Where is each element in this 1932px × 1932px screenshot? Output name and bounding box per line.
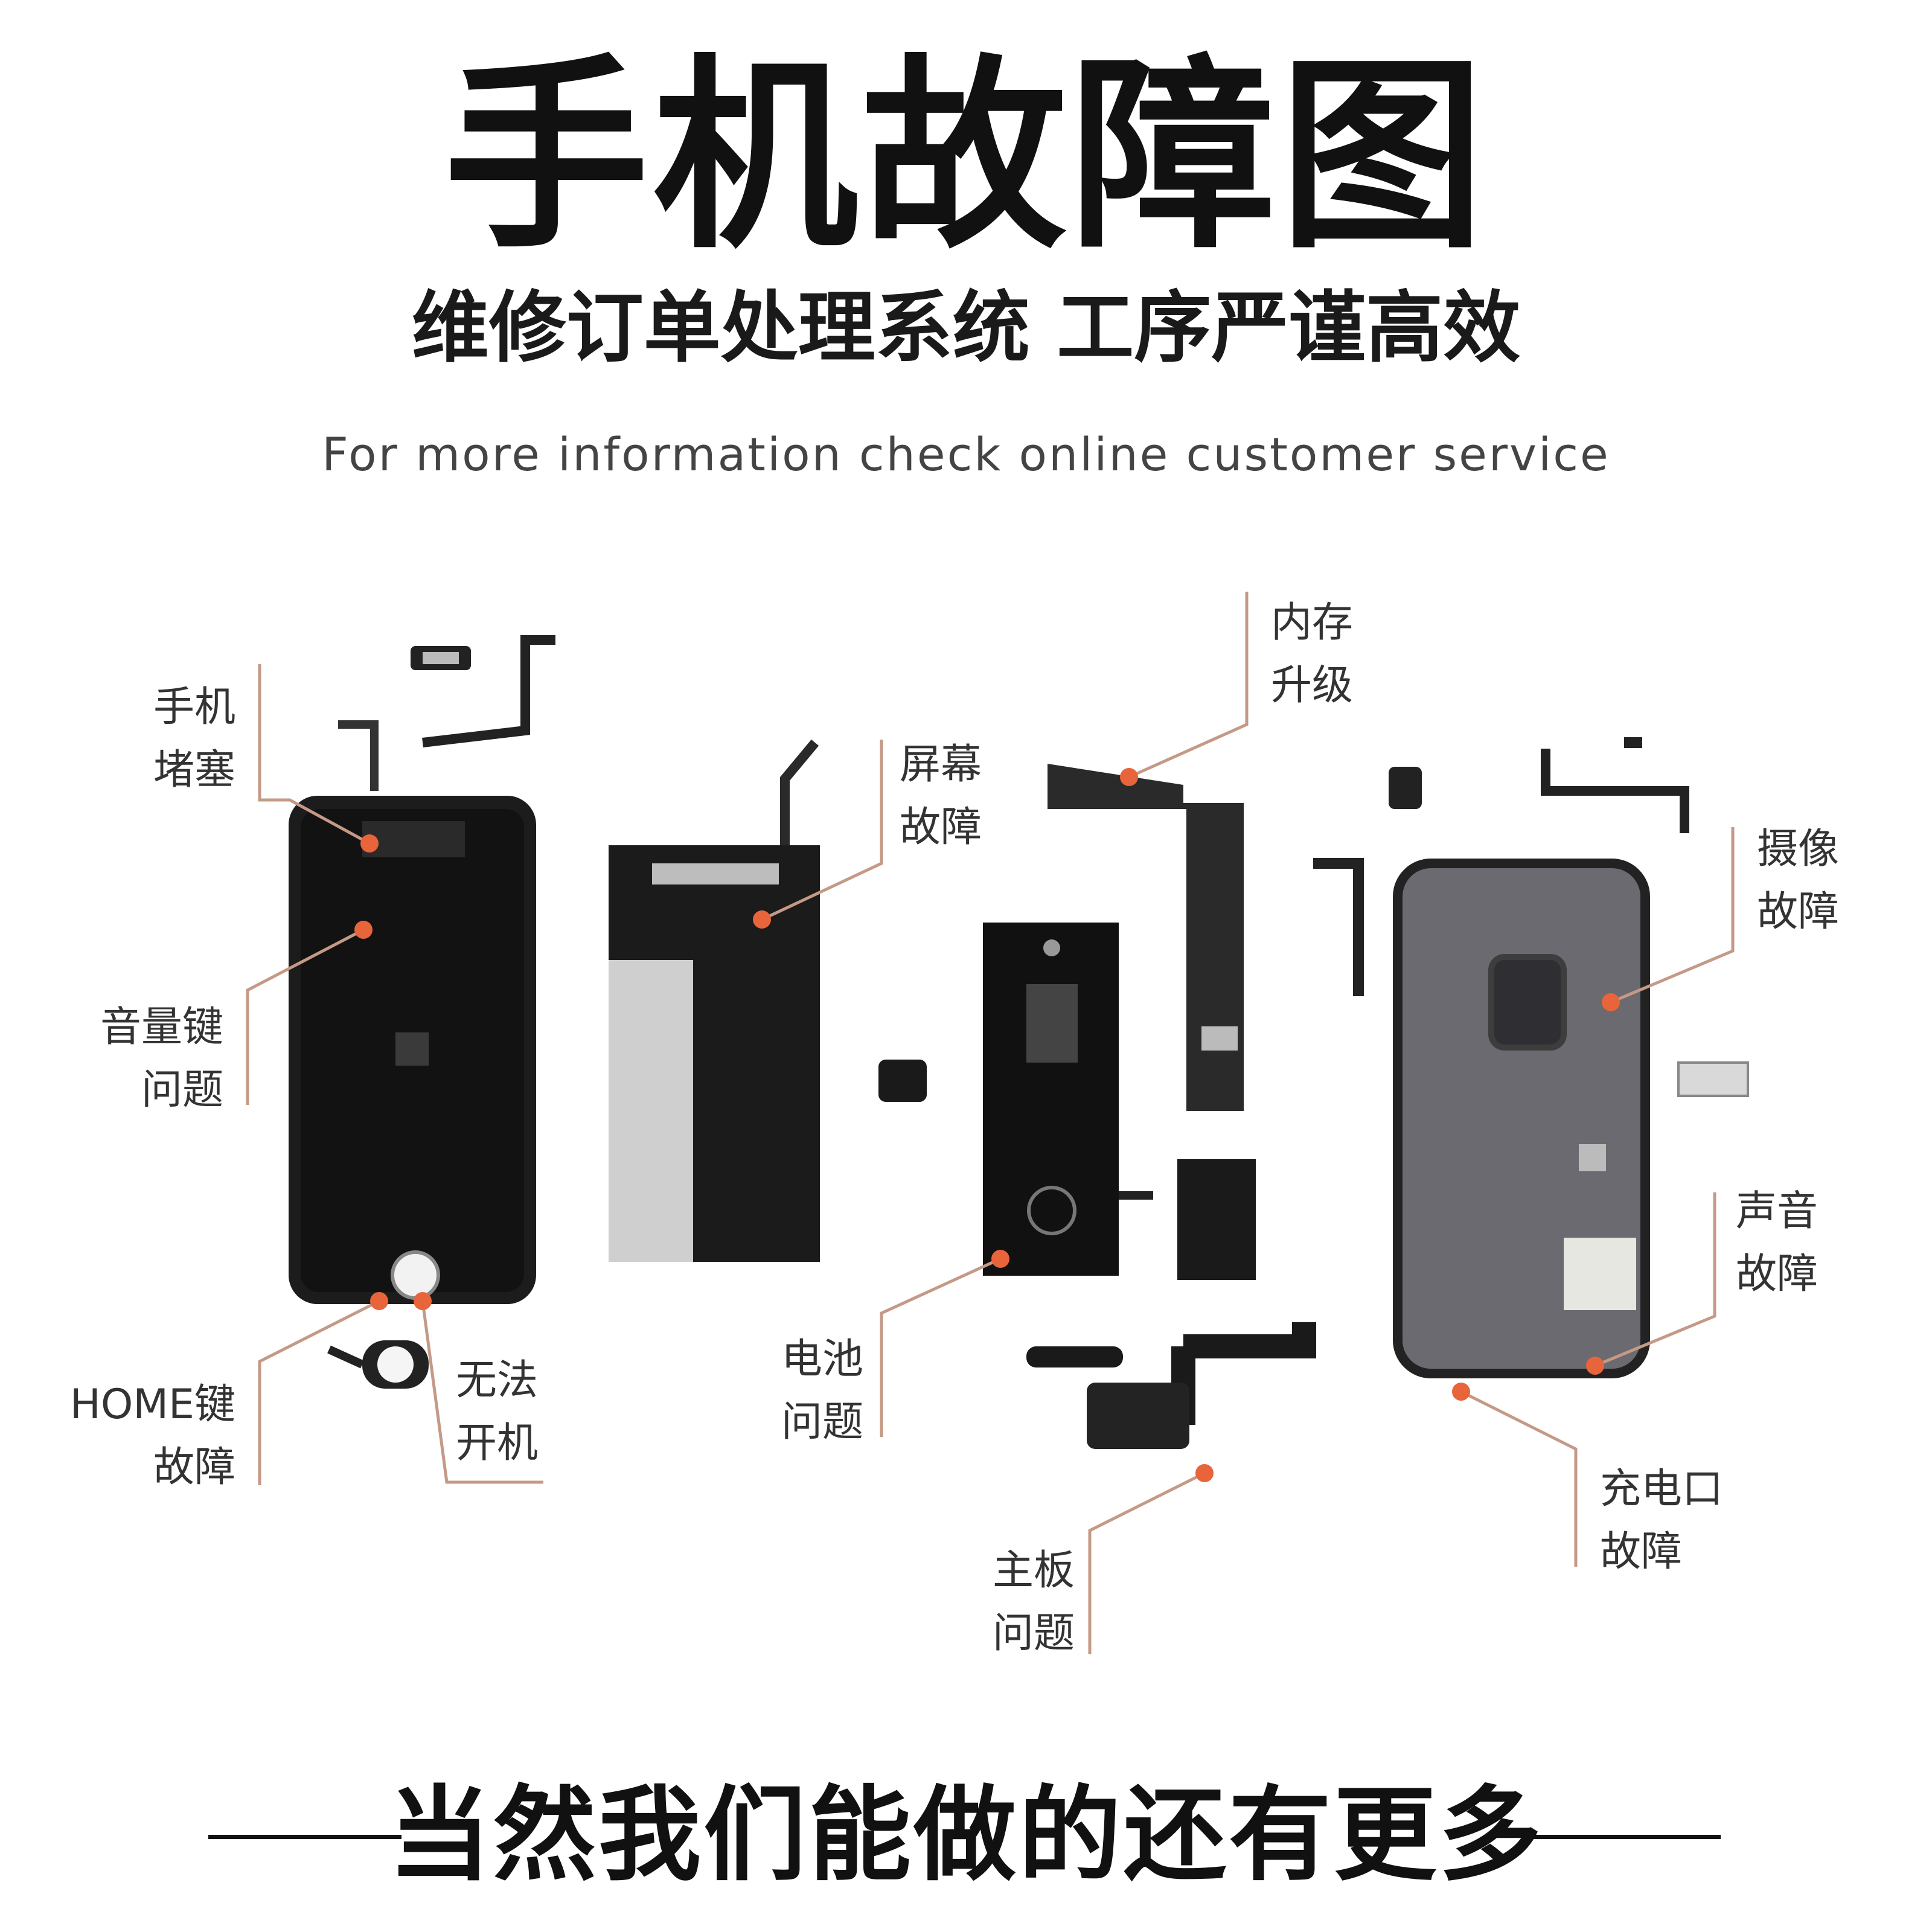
- screen-front-panel: [289, 720, 536, 1304]
- footer-line-left: [208, 1835, 401, 1839]
- leader-home-key: [258, 1299, 380, 1485]
- leader-camera: [1610, 827, 1735, 1004]
- leader-battery: [880, 1257, 1002, 1437]
- marker-camera: [1602, 993, 1620, 1011]
- midframe-shield: [609, 739, 820, 1262]
- leader-volume-key: [246, 928, 365, 1105]
- marker-sound: [1586, 1357, 1604, 1375]
- leader-charging-port: [1460, 1390, 1578, 1567]
- leader-cannot-boot: [421, 1300, 543, 1484]
- camera-flex-parts: [1313, 737, 1689, 996]
- page-subtitle: 维修订单处理系统 工序严谨高效: [411, 283, 1521, 373]
- marker-phone-blocked: [360, 834, 379, 852]
- marker-screen: [753, 910, 771, 929]
- leader-screen: [761, 740, 883, 921]
- leader-sound: [1595, 1192, 1716, 1367]
- marker-volume-key: [354, 921, 373, 939]
- footer-text: 当然我们能做的还有更多: [388, 1776, 1544, 1895]
- leader-motherboard: [1088, 1471, 1206, 1654]
- marker-home-key: [370, 1292, 388, 1310]
- label-memory: 内存 升级: [1271, 599, 1354, 709]
- label-screen: 屏幕 故障: [900, 741, 982, 851]
- leader-memory: [1128, 592, 1249, 779]
- speaker-and-parts: [1026, 1159, 1316, 1449]
- label-motherboard: 主板 问题: [992, 1547, 1075, 1657]
- tagline: For more information check online custom…: [322, 427, 1610, 481]
- label-phone-blocked: 手机 堵塞: [153, 683, 235, 794]
- sim-tray: [1677, 1061, 1749, 1097]
- marker-motherboard: [1195, 1464, 1214, 1482]
- marker-memory: [1120, 768, 1138, 786]
- page-title: 手机故障图: [444, 37, 1488, 277]
- footer: 当然我们能做的还有更多: [0, 1775, 1932, 1896]
- label-sound: 声音 故障: [1736, 1188, 1818, 1298]
- logic-board: [1048, 764, 1244, 1111]
- label-battery: 电池 问题: [781, 1335, 863, 1446]
- label-volume-key: 音量键 问题: [100, 1003, 223, 1114]
- marker-cannot-boot: [414, 1292, 432, 1310]
- marker-charging-port: [1452, 1383, 1470, 1401]
- battery: [983, 923, 1153, 1276]
- label-home-key: HOME键 故障: [69, 1381, 235, 1491]
- label-charging-port: 充电口 故障: [1600, 1465, 1724, 1576]
- label-camera: 摄像 故障: [1757, 825, 1840, 936]
- marker-battery: [991, 1250, 1009, 1268]
- label-cannot-boot: 无法 开机: [456, 1357, 539, 1467]
- top-flex-parts: [411, 635, 555, 747]
- small-camera-part: [878, 1060, 927, 1102]
- leader-phone-blocked: [258, 664, 371, 845]
- footer-line-right: [1521, 1835, 1721, 1839]
- home-button-part: [327, 1340, 429, 1389]
- back-housing: [1393, 859, 1650, 1378]
